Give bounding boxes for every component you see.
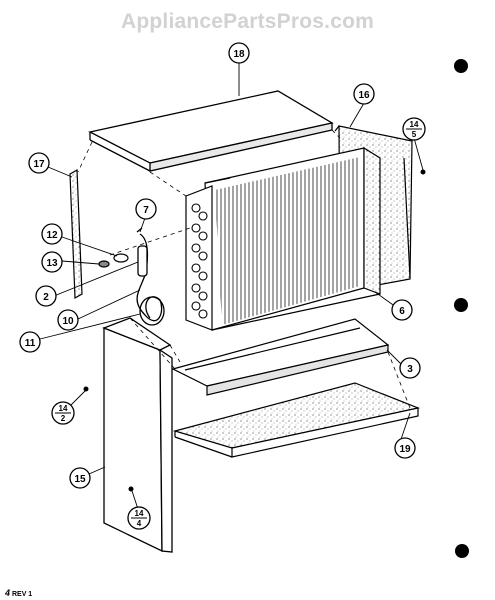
callout-6-label: 6 [399, 306, 405, 317]
screws [83, 169, 426, 492]
callout-15-label: 15 [74, 474, 86, 485]
callout-14-4-label: 14 [135, 509, 144, 518]
top-cover-part [88, 90, 334, 172]
callout-10: 10 [57, 309, 79, 331]
left-rail-part [69, 168, 83, 300]
tubing-assembly-part [136, 227, 165, 326]
callout-17-label: 17 [33, 159, 45, 170]
registration-dot-middle [454, 298, 468, 312]
registration-dot-bottom [455, 544, 469, 558]
callout-19: 19 [394, 437, 416, 459]
revision-footer: 4 REV 1 [5, 588, 32, 598]
callout-16: 16 [353, 83, 375, 105]
side-panel-part [102, 317, 173, 553]
callout-16-label: 16 [358, 90, 370, 101]
callout-2: 2 [35, 285, 57, 307]
callout-7-label: 7 [143, 205, 149, 216]
callout-12: 12 [41, 223, 63, 245]
callout-14-4: 14 4 [127, 506, 151, 530]
callout-19-label: 19 [399, 444, 411, 455]
fitting-12-13 [98, 253, 129, 268]
callout-3-label: 3 [407, 364, 413, 375]
callout-14-2-sub: 2 [61, 414, 66, 423]
callout-6: 6 [391, 299, 413, 321]
callout-18-label: 18 [233, 49, 245, 60]
callout-14-2: 14 2 [51, 401, 75, 425]
footer-mark: 4 [5, 588, 11, 598]
construction-lines [77, 129, 411, 409]
callout-14-5: 14 5 [402, 117, 426, 141]
footer-text: REV 1 [11, 591, 33, 598]
callout-17: 17 [28, 152, 50, 174]
callout-14-5-label: 14 [410, 120, 419, 129]
callout-7: 7 [135, 198, 157, 220]
callout-10-label: 10 [62, 316, 74, 327]
callout-14-5-sub: 5 [412, 130, 417, 139]
callout-3: 3 [399, 357, 421, 379]
callout-13: 13 [41, 251, 63, 273]
registration-dot-top [454, 59, 468, 73]
coil-tube-bends [191, 203, 208, 319]
callout-2-label: 2 [43, 292, 49, 303]
watermark: AppliancePartsPros.com [121, 10, 374, 33]
callout-14-4-sub: 4 [137, 519, 142, 528]
base-pan-part [172, 382, 421, 458]
callout-18: 18 [228, 42, 250, 64]
callout-15: 15 [69, 467, 91, 489]
callout-14-2-label: 14 [59, 404, 68, 413]
callout-11-label: 11 [25, 338, 36, 349]
callout-12-label: 12 [46, 230, 58, 241]
callout-13-label: 13 [46, 258, 58, 269]
coil-part [185, 146, 381, 331]
callout-11: 11 [19, 331, 41, 353]
